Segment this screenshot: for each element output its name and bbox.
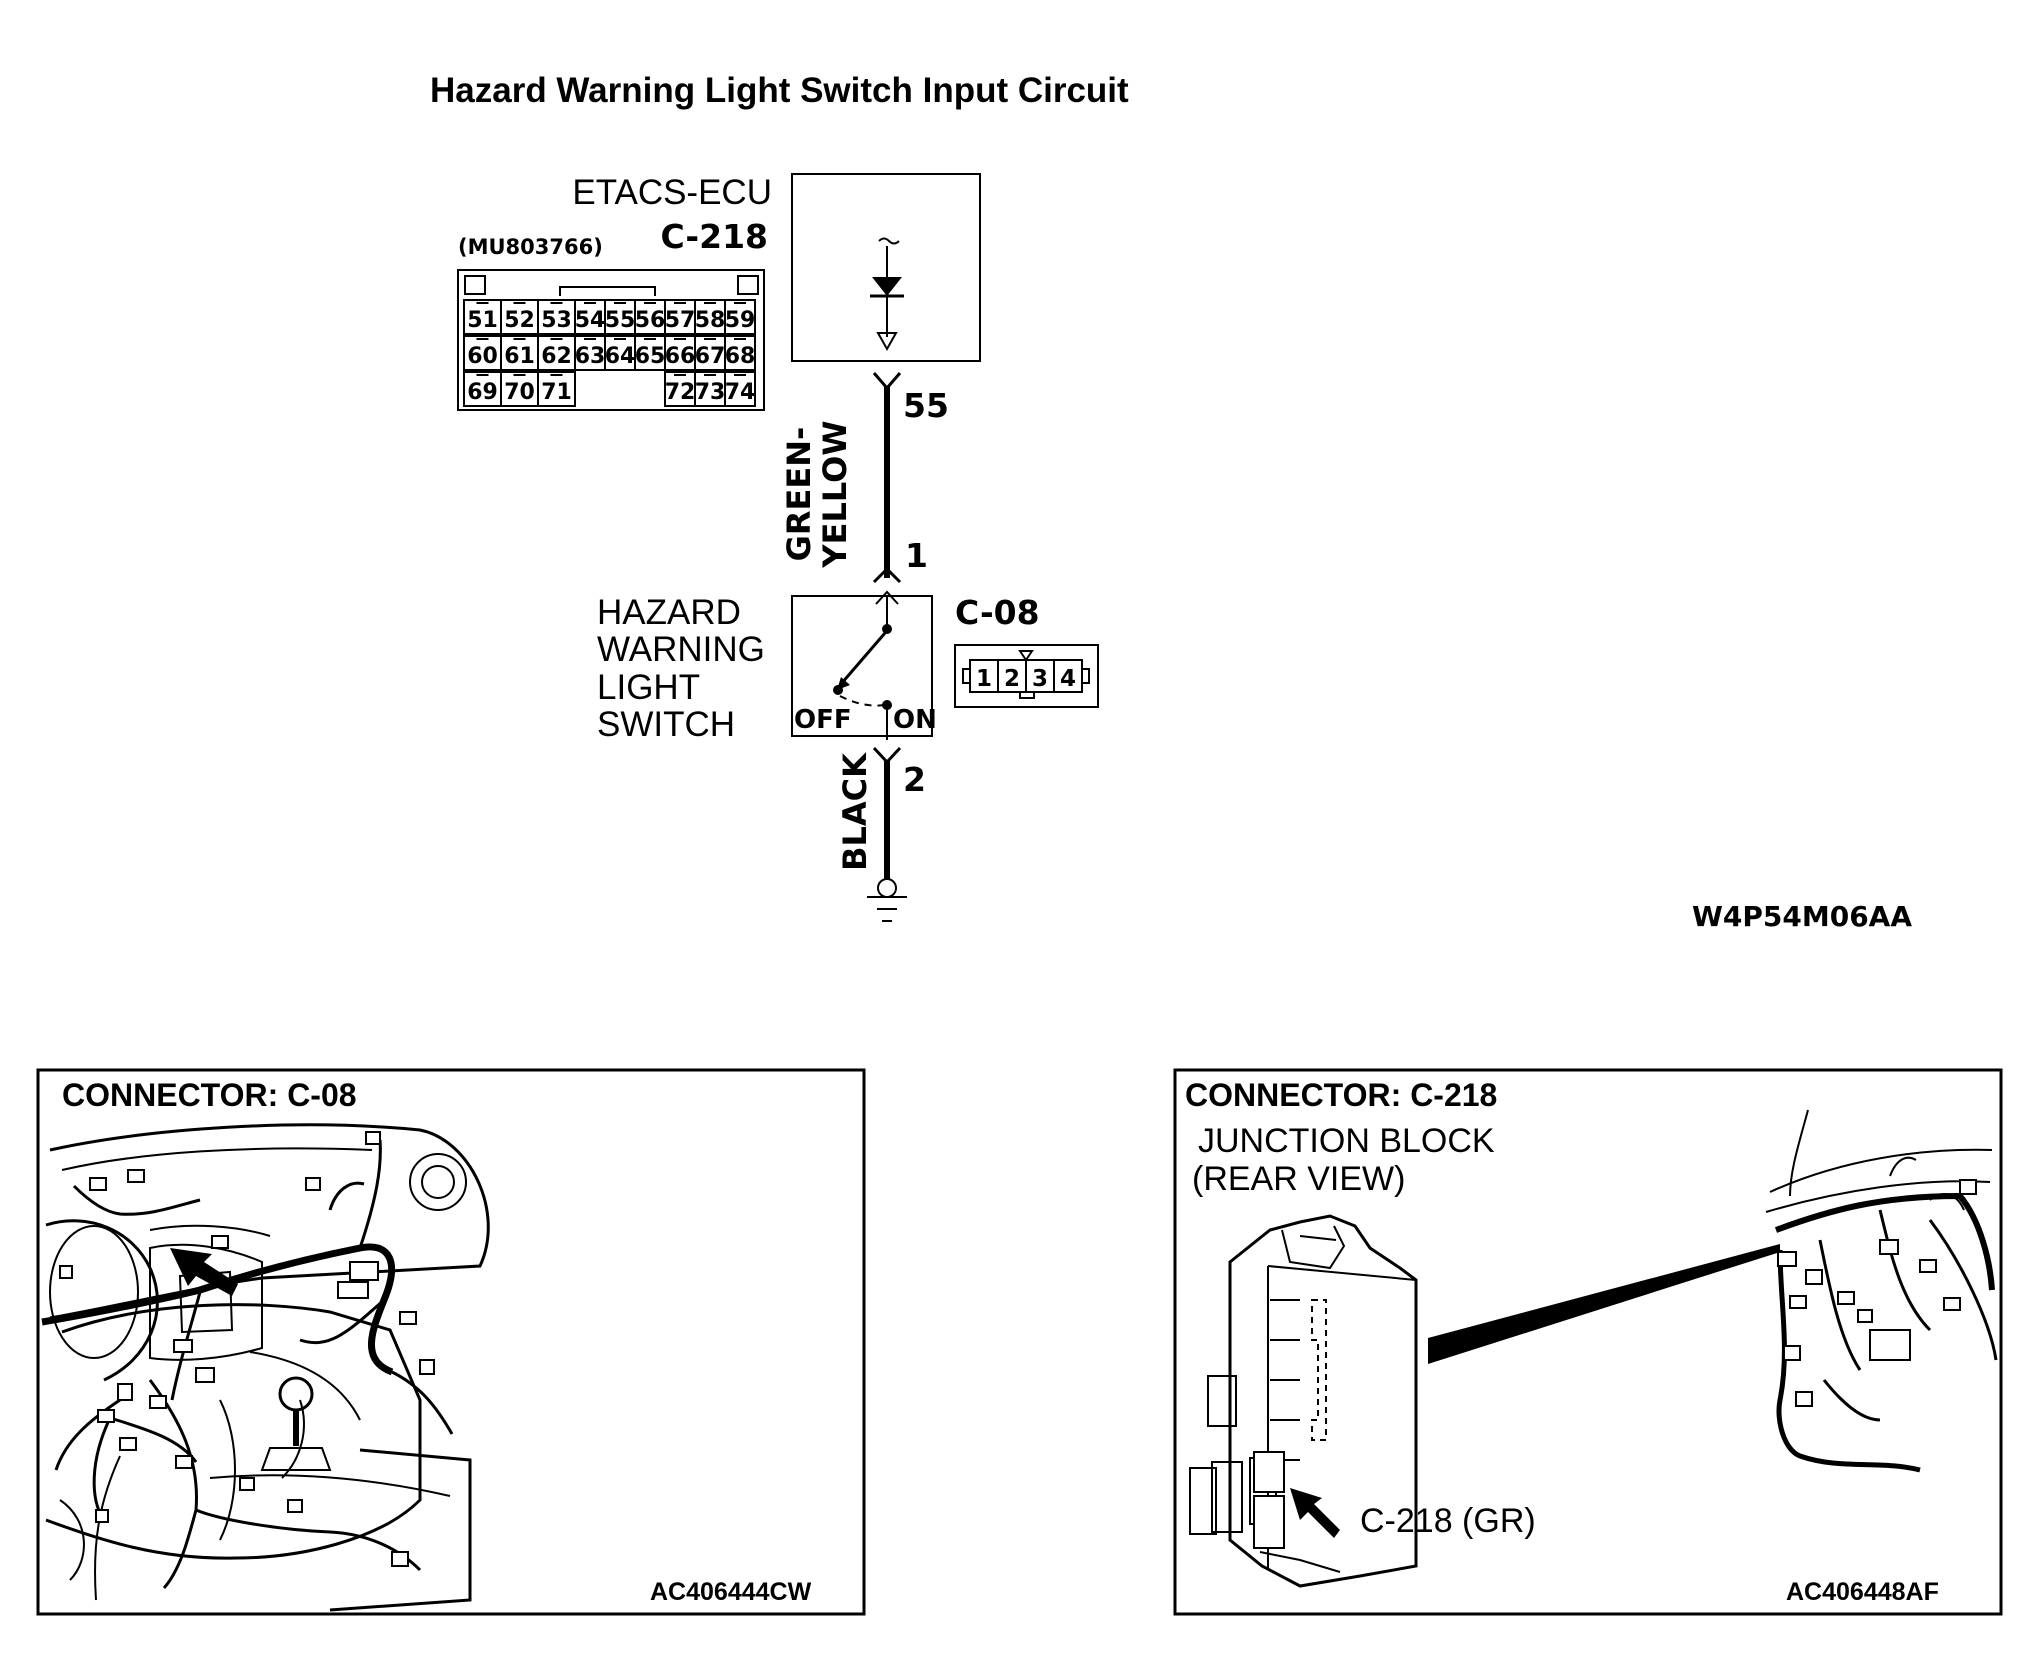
- wire-green-yellow: [872, 372, 902, 584]
- ecu-pin-56: 56: [635, 308, 666, 333]
- connector-clips: [59, 1131, 435, 1567]
- ecu-pin-70: 70: [504, 380, 535, 405]
- ecu-pin-69: 69: [467, 380, 498, 405]
- switch-off-label: OFF: [794, 705, 852, 735]
- ecu-pin-51: 51: [467, 308, 498, 333]
- location-arrow-c218: [1290, 1488, 1340, 1538]
- ecu-pin-62: 62: [541, 344, 572, 369]
- ecu-pin-53: 53: [541, 308, 572, 333]
- svg-text:GREEN-: GREEN-: [780, 427, 818, 562]
- wire-pin-2: 2: [903, 760, 926, 799]
- wire-color-black: BLACK: [836, 752, 874, 871]
- ecu-pin-61: 61: [504, 344, 535, 369]
- ecu-connector-label: C-218: [660, 217, 768, 256]
- svg-text:WARNING: WARNING: [597, 630, 765, 669]
- diode-symbol: [872, 277, 902, 296]
- vehicle-interior-illustration: [1765, 1109, 1998, 1473]
- ecu-pin-58: 58: [695, 308, 726, 333]
- svg-text:LIGHT: LIGHT: [597, 668, 700, 707]
- panel-c218-subtitle-1: JUNCTION BLOCK: [1198, 1122, 1495, 1160]
- panel-c08-code: AC406444CW: [650, 1578, 812, 1606]
- switch-connector-face: 1 2 3 4: [954, 644, 1099, 708]
- svg-text:SWITCH: SWITCH: [597, 705, 735, 744]
- panel-c218-title: CONNECTOR: C-218: [1185, 1077, 1497, 1113]
- ecu-pin-66: 66: [665, 344, 696, 369]
- panel-c218-code: AC406448AF: [1786, 1578, 1939, 1606]
- c08-pin-1: 1: [976, 666, 992, 692]
- junction-block-illustration: [1189, 1214, 1418, 1588]
- ecu-pin-52: 52: [504, 308, 535, 333]
- ecu-pin-cell: [724, 299, 756, 335]
- hazard-switch-name: HAZARD WARNING LIGHT SWITCH: [597, 593, 765, 744]
- diagram-title: Hazard Warning Light Switch Input Circui…: [430, 71, 1129, 110]
- c08-pin-3: 3: [1032, 666, 1048, 692]
- ecu-name: ETACS-ECU: [572, 173, 772, 212]
- ecu-box: [791, 173, 981, 362]
- ecu-pin-63: 63: [575, 344, 606, 369]
- ecu-pin-60: 60: [467, 344, 498, 369]
- panel-c218-subtitle-2: (REAR VIEW): [1192, 1160, 1405, 1198]
- switch-on-label: ON: [893, 705, 937, 735]
- switch-connector-label: C-08: [955, 593, 1040, 632]
- ecu-pin-72: 72: [665, 380, 696, 405]
- ecu-part-number: (MU803766): [458, 235, 603, 259]
- ecu-pin-cell: [724, 335, 756, 371]
- ecu-pin-65: 65: [635, 344, 666, 369]
- panel-connector-c08: CONNECTOR: C-08 AC406444CW: [36, 1068, 866, 1616]
- ecu-pin-59: 59: [725, 308, 756, 333]
- ecu-pin-68: 68: [725, 344, 756, 369]
- ecu-pin-71: 71: [541, 380, 572, 405]
- ecu-pin-cell: [537, 371, 576, 407]
- wire-pin-55: 55: [903, 386, 949, 425]
- panel-connector-c218: CONNECTOR: C-218 JUNCTION BLOCK (REAR VI…: [1173, 1068, 2003, 1616]
- ecu-pin-74: 74: [725, 380, 756, 405]
- ecu-pin-57: 57: [665, 308, 696, 333]
- ecu-pin-54: 54: [575, 308, 606, 333]
- ecu-pin-64: 64: [605, 344, 636, 369]
- svg-text:BLACK: BLACK: [836, 752, 874, 871]
- wire-pin-1: 1: [905, 536, 928, 575]
- c08-pin-4: 4: [1060, 666, 1076, 692]
- ecu-pin-55: 55: [605, 308, 636, 333]
- wire-color-green-yellow: GREEN- YELLOW: [780, 420, 854, 568]
- ground-symbol: [867, 878, 907, 922]
- c08-pin-2: 2: [1004, 666, 1020, 692]
- svg-text:HAZARD: HAZARD: [597, 593, 741, 632]
- wire-black: [872, 746, 902, 880]
- ecu-pin-73: 73: [695, 380, 726, 405]
- hazard-switch-box: [791, 590, 933, 740]
- diagram-code: W4P54M06AA: [1692, 900, 1912, 933]
- dashboard-illustration: [45, 1123, 490, 1612]
- zoom-wedge: [1428, 1244, 1780, 1364]
- panel-c218-callout: C-218 (GR): [1360, 1502, 1536, 1540]
- svg-text:YELLOW: YELLOW: [816, 420, 854, 568]
- ecu-pin-cell: [724, 371, 756, 407]
- location-arrow-c08: [170, 1248, 238, 1296]
- interior-clips: [1777, 1179, 1977, 1407]
- panel-c08-title: CONNECTOR: C-08: [62, 1077, 357, 1113]
- ecu-pin-67: 67: [695, 344, 726, 369]
